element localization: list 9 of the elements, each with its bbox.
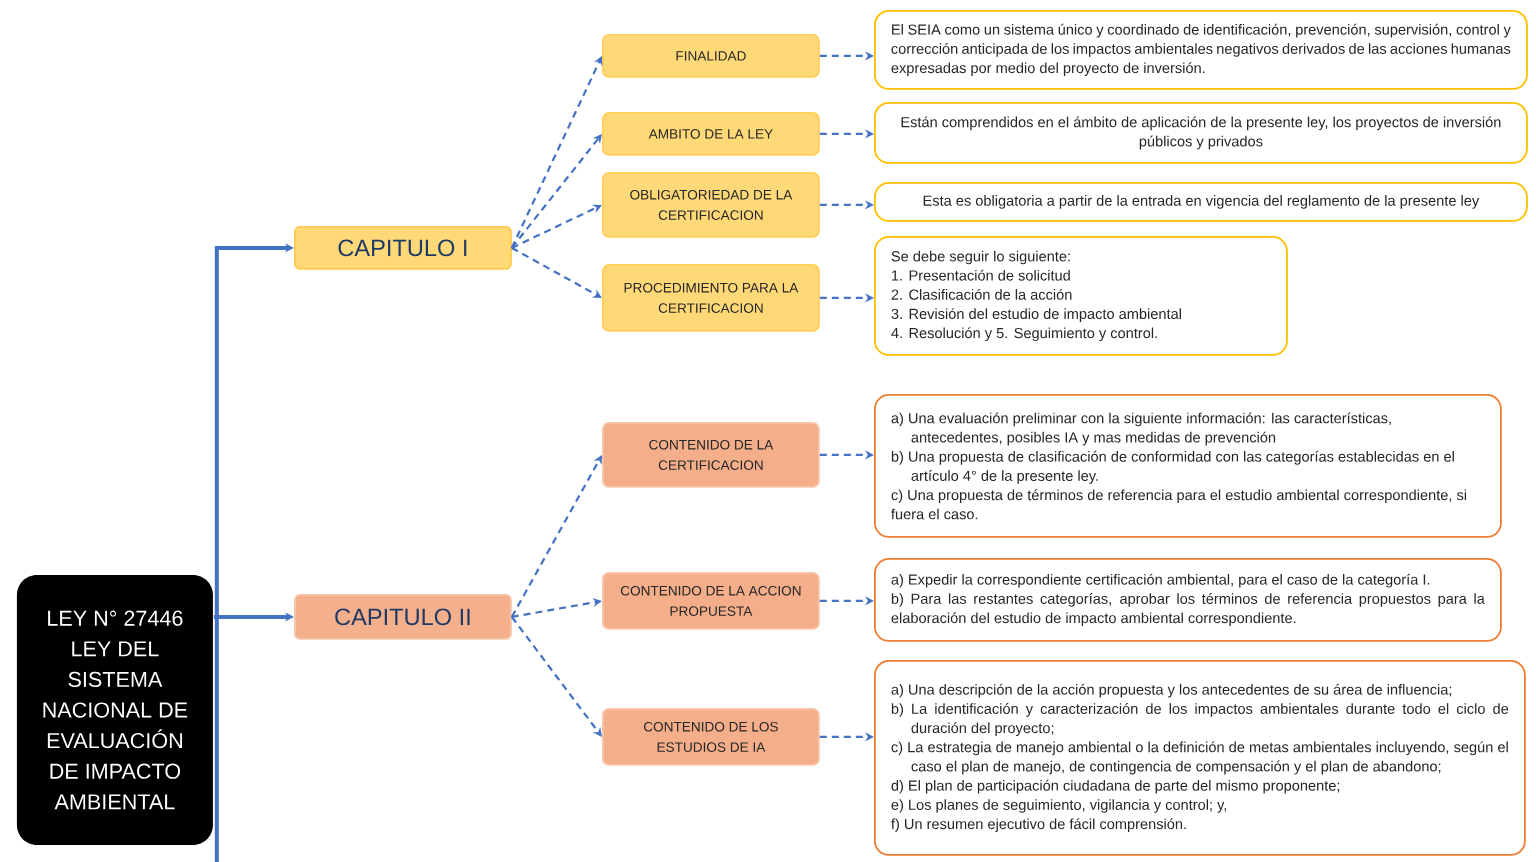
chapter-box: CAPITULO II — [294, 594, 512, 640]
title-box: LEY N° 27446 LEY DEL SISTEMA NACIONAL DE EVALUACIÓN DE IMPACTO AMBIENTAL — [16, 574, 213, 845]
chapter-box: CAPITULO I — [294, 226, 512, 270]
arrow — [511, 597, 602, 618]
arrow — [511, 246, 602, 298]
arrow — [511, 204, 602, 249]
arrow — [510, 616, 602, 737]
connector-line — [214, 709, 219, 862]
arrow — [214, 243, 294, 710]
